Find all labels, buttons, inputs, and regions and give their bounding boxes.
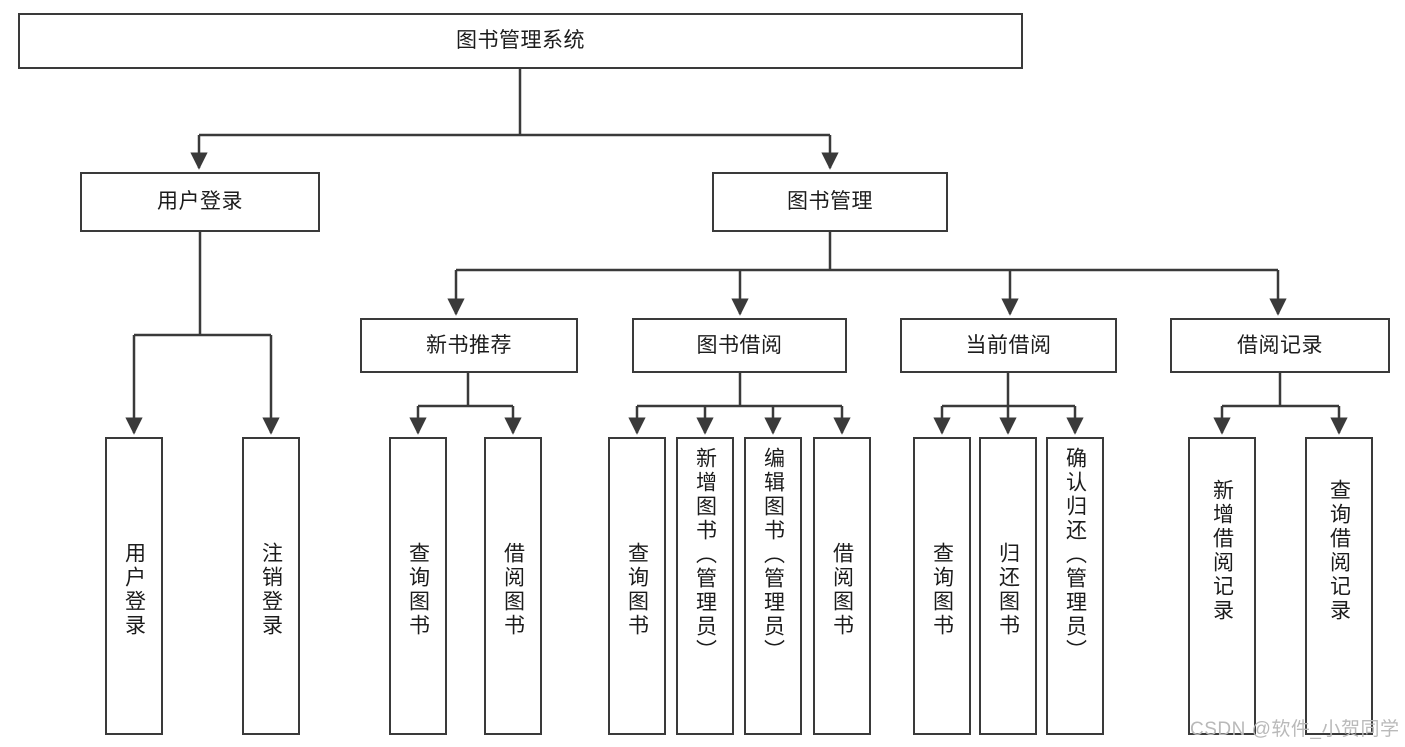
node-leaf-13[interactable]: 查询借阅记录: [1305, 437, 1373, 735]
node-leaf-8-label: 借阅图书: [830, 542, 854, 638]
node-level3-4[interactable]: 借阅记录: [1170, 318, 1390, 373]
node-leaf-9[interactable]: 查询图书: [913, 437, 971, 735]
node-leaf-5-label: 查询图书: [625, 542, 649, 638]
node-leaf-7[interactable]: 编辑图书（管理员）: [744, 437, 802, 735]
node-leaf-1[interactable]: 用户登录: [105, 437, 163, 735]
node-leaf-4[interactable]: 借阅图书: [484, 437, 542, 735]
node-level3-3[interactable]: 当前借阅: [900, 318, 1117, 373]
node-leaf-3[interactable]: 查询图书: [389, 437, 447, 735]
node-level3-2-label: 图书借阅: [696, 333, 783, 357]
node-leaf-4-label: 借阅图书: [501, 542, 525, 638]
node-leaf-8[interactable]: 借阅图书: [813, 437, 871, 735]
node-level3-3-label: 当前借阅: [965, 333, 1052, 357]
node-level3-4-label: 借阅记录: [1237, 333, 1323, 357]
node-leaf-12-label: 新增借阅记录: [1210, 479, 1234, 623]
node-leaf-7-label: 编辑图书（管理员）: [761, 447, 785, 663]
node-leaf-11-label: 确认归还（管理员）: [1063, 447, 1087, 663]
node-leaf-13-label: 查询借阅记录: [1327, 479, 1351, 623]
node-level2-2[interactable]: 图书管理: [712, 172, 948, 232]
node-leaf-5[interactable]: 查询图书: [608, 437, 666, 735]
node-leaf-6[interactable]: 新增图书（管理员）: [676, 437, 734, 735]
node-level2-1[interactable]: 用户登录: [80, 172, 320, 232]
node-leaf-12[interactable]: 新增借阅记录: [1188, 437, 1256, 735]
node-leaf-2[interactable]: 注销登录: [242, 437, 300, 735]
node-root[interactable]: 图书管理系统: [18, 13, 1023, 69]
node-leaf-6-label: 新增图书（管理员）: [693, 447, 717, 663]
node-leaf-11[interactable]: 确认归还（管理员）: [1046, 437, 1104, 735]
node-leaf-10[interactable]: 归还图书: [979, 437, 1037, 735]
node-level3-2[interactable]: 图书借阅: [632, 318, 847, 373]
node-leaf-9-label: 查询图书: [930, 542, 954, 638]
node-leaf-2-label: 注销登录: [259, 542, 283, 638]
node-leaf-10-label: 归还图书: [996, 542, 1020, 638]
node-level2-1-label: 用户登录: [157, 190, 243, 214]
node-level2-2-label: 图书管理: [787, 190, 873, 214]
node-level3-1[interactable]: 新书推荐: [360, 318, 578, 373]
node-root-label: 图书管理系统: [456, 29, 585, 53]
node-leaf-1-label: 用户登录: [122, 542, 146, 638]
node-leaf-3-label: 查询图书: [406, 542, 430, 638]
node-level3-1-label: 新书推荐: [426, 333, 512, 357]
